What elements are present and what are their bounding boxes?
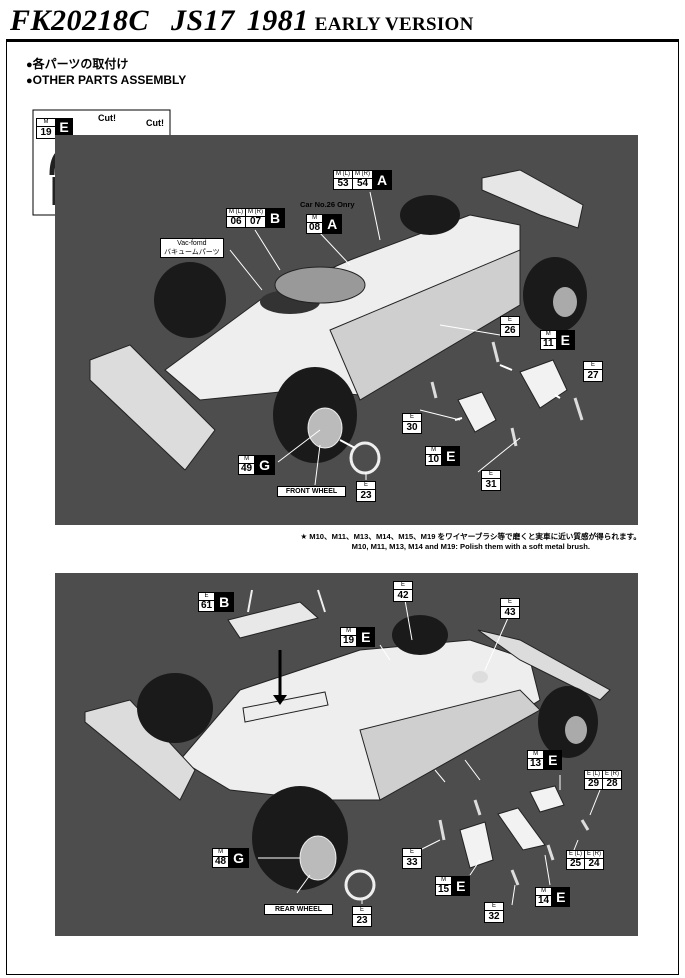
tag-m19-letter: E [55, 118, 73, 136]
tag-e25-e24: E (L)25 E (R)24 [566, 850, 605, 870]
model-name: JS17 [171, 4, 235, 37]
rear-wheel-label: REAR WHEEL [264, 904, 333, 915]
tag-m06-m07: M (L)06 M (R)07 B [226, 208, 286, 228]
front-wheel-label: FRONT WHEEL [277, 486, 346, 497]
cut-label-1: Cut! [98, 113, 116, 123]
section-heading-jp: ●各パーツの取付け [26, 57, 129, 71]
model-year: 1981 [246, 4, 309, 37]
polish-note-en: M10, M11, M13, M14 and M19: Polish them … [351, 542, 590, 551]
polish-note-jp: ★ M10、M11、M13、M14、M15、M19 をワイヤーブラシ等で磨くと実… [300, 532, 641, 541]
title-rule [6, 39, 679, 42]
page-frame [6, 42, 679, 975]
cut-label-2: Cut! [146, 118, 164, 128]
tag-m53-m54: M (L)53 M (R)54 A [333, 170, 393, 190]
tag-e29-e28: E (L)29 E (R)28 [584, 770, 623, 790]
section-heading-en: ●OTHER PARTS ASSEMBLY [26, 73, 187, 87]
variant-name: EARLY VERSION [314, 14, 474, 35]
car-no-note: Car No.26 Onry [300, 200, 355, 209]
kit-code: FK20218C [10, 4, 150, 37]
